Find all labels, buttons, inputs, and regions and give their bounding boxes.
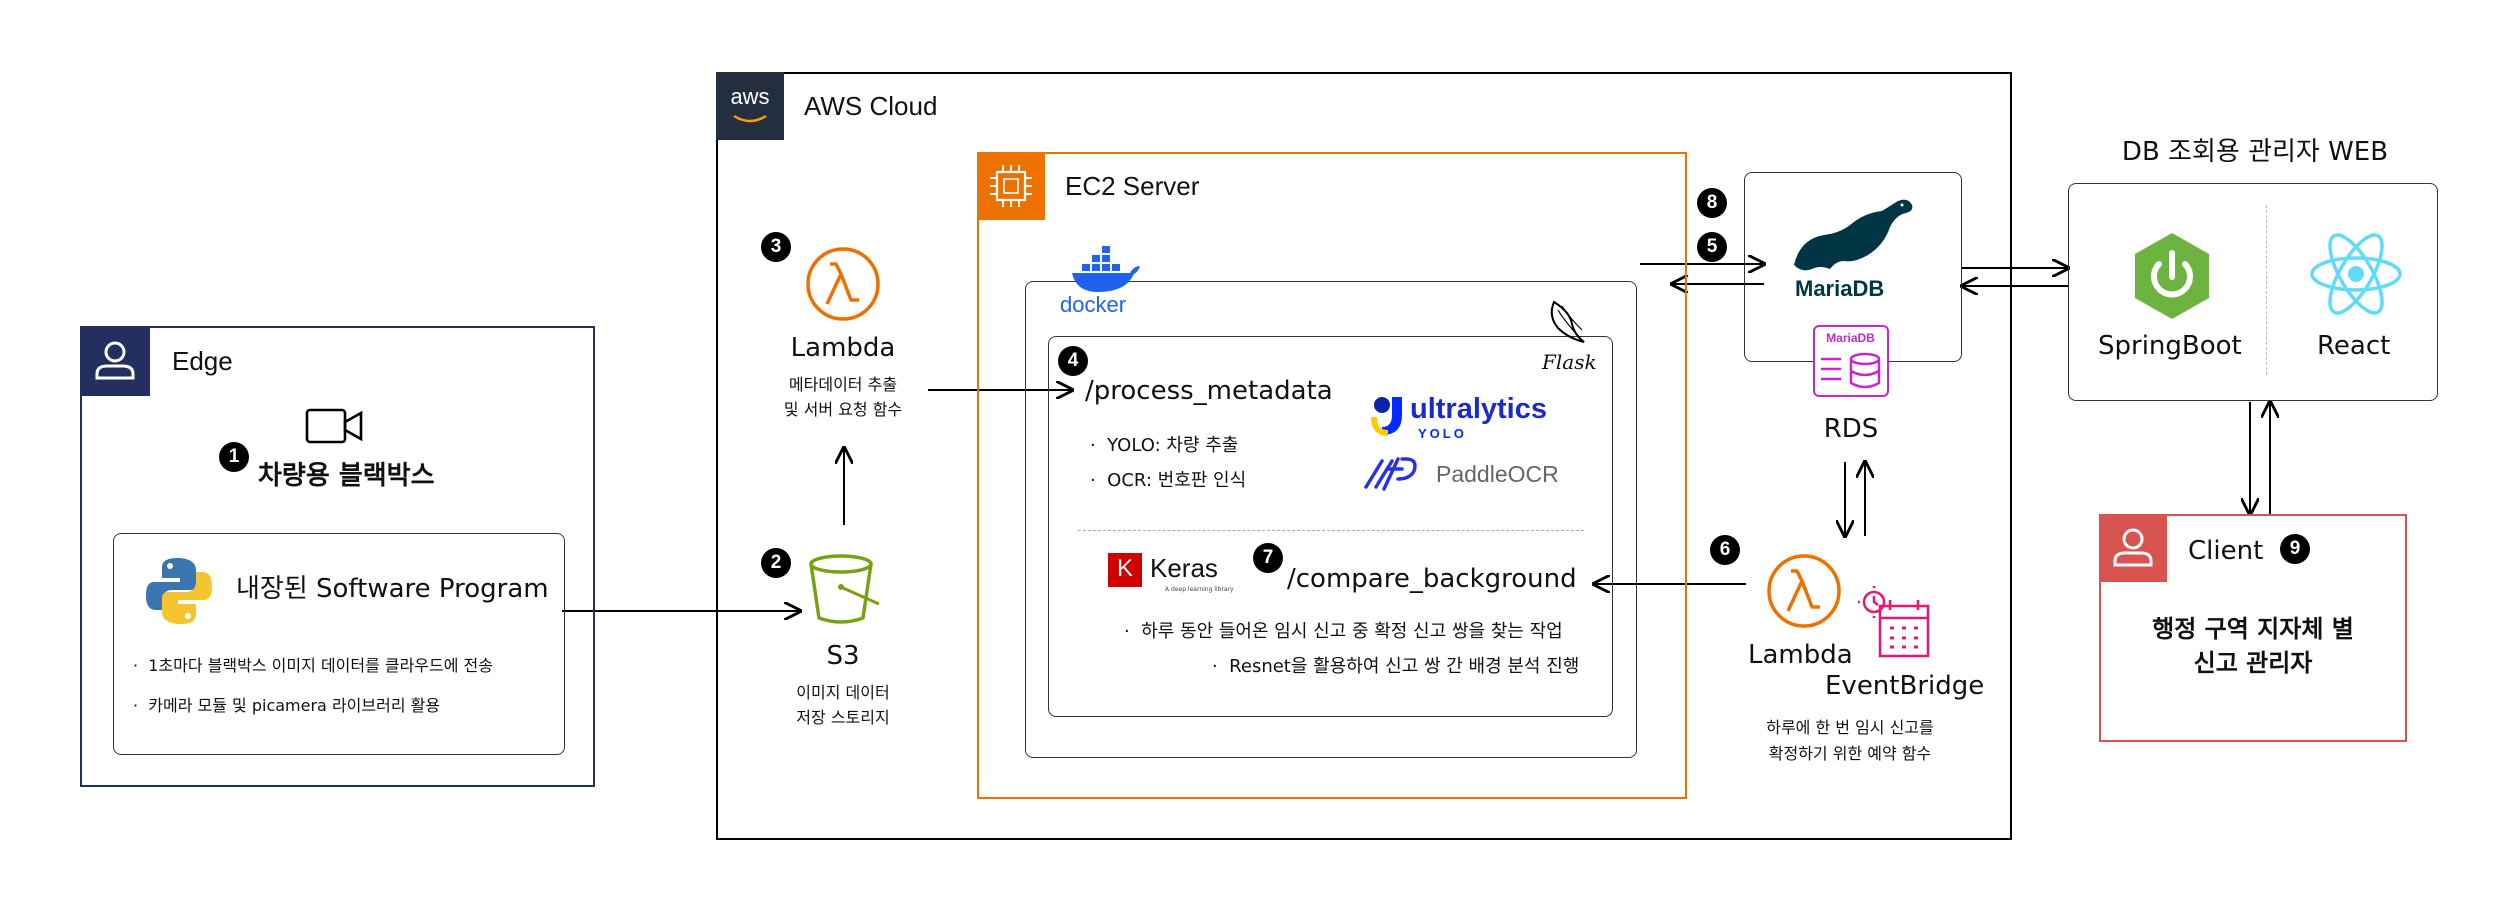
web-title: DB 조회용 관리자 WEB (2121, 137, 2389, 167)
aws-cloud-group (716, 72, 2012, 840)
edge-title: Edge (172, 346, 233, 376)
edge-header-icon-box (80, 326, 150, 396)
mariadb-seal-icon (1794, 199, 1913, 271)
process-bullet-1: · YOLO: 차량 추출 (1090, 435, 1239, 456)
lambda-desc-2: 및 서버 요청 함수 (783, 400, 903, 419)
lambda2-icon (1767, 554, 1841, 628)
step-badge-2: 2 (761, 548, 791, 578)
edge-bullet-2: · 카메라 모듈 및 picamera 라이브러리 활용 (133, 696, 441, 715)
software-program-card (113, 533, 565, 755)
mariadb-logo-text: MariaDB (1795, 276, 1885, 301)
python-icon (146, 558, 212, 624)
flask-divider (1078, 530, 1584, 531)
client-desc-1: 행정 구역 지자체 별 (2152, 615, 2354, 643)
lambda-title: Lambda (790, 333, 896, 363)
camera-label: 차량용 블랙박스 (258, 461, 435, 491)
s3-title: S3 (826, 641, 860, 671)
rds-mariadb-icon: MariaDB (1813, 325, 1889, 397)
camera-icon (305, 408, 363, 444)
step-badge-5: 5 (1697, 232, 1727, 262)
user-icon (95, 341, 135, 380)
chip-icon (990, 165, 1032, 207)
rds-lines-icon (1821, 357, 1841, 381)
lambda-icon (806, 247, 880, 321)
client-title: Client (2188, 536, 2264, 566)
springboot-icon (2135, 233, 2209, 319)
keras-k-glyph: K (1116, 555, 1133, 582)
compare-bullet-1: · 하루 동안 들어온 임시 신고 중 확정 신고 쌍을 찾는 작업 (1124, 621, 1563, 642)
eventbridge-calendar-icon (1858, 586, 1930, 658)
aws-logo-text: aws (730, 84, 770, 109)
rds-title: RDS (1823, 414, 1879, 444)
eventbridge-title: EventBridge (1825, 671, 1985, 701)
ec2-title: EC2 Server (1065, 171, 1200, 201)
process-metadata-endpoint: /process_metadata (1085, 376, 1333, 406)
step-badge-6: 6 (1710, 535, 1740, 565)
docker-whale-icon (1072, 246, 1140, 292)
client-group (2099, 514, 2407, 742)
ultralytics-icon (1371, 397, 1402, 436)
react-label: React (2317, 331, 2391, 361)
step-badge-9: 9 (2280, 534, 2310, 564)
keras-logo-text: Keras (1150, 553, 1218, 583)
database-icon (1849, 352, 1881, 389)
docker-label: docker (1060, 292, 1127, 317)
s3-bucket-icon (809, 554, 880, 624)
s3-desc-2: 저장 스토리지 (796, 708, 890, 727)
react-icon (2310, 233, 2402, 315)
keras-logo-box: K (1108, 553, 1142, 587)
paddleocr-logo-text: PaddleOCR (1436, 461, 1559, 487)
lambda2-desc-1: 하루에 한 번 임시 신고를 (1766, 718, 1934, 737)
compare-background-endpoint: /compare_background (1287, 564, 1577, 594)
step-badge-3: 3 (761, 232, 791, 262)
step-badge-7: 7 (1253, 543, 1283, 573)
aws-cloud-title: AWS Cloud (804, 91, 938, 121)
client-desc-2: 신고 관리자 (2193, 649, 2313, 677)
springboot-label: SpringBoot (2098, 331, 2242, 361)
s3-desc-1: 이미지 데이터 (796, 683, 890, 702)
step-badge-1: 1 (219, 442, 249, 472)
web-card (2068, 183, 2438, 401)
lambda2-desc-2: 확정하기 위한 예약 함수 (1768, 744, 1932, 763)
flask-label: Flask (1542, 350, 1597, 374)
edge-bullet-1: · 1초마다 블랙박스 이미지 데이터를 클라우드에 전송 (133, 656, 493, 675)
software-program-title: 내장된 Software Program (236, 574, 549, 604)
aws-smile-icon (733, 114, 767, 123)
keras-logo-subtext: A deep learning library (1165, 586, 1234, 593)
yolo-logo-text: YOLO (1418, 426, 1467, 441)
client-icon-box (2099, 514, 2167, 582)
flask-horn-icon (1550, 300, 1585, 343)
rds-icon-label: MariaDB (1826, 331, 1875, 345)
lambda2-title: Lambda (1748, 640, 1853, 670)
step-badge-8: 8 (1697, 188, 1727, 218)
ec2-group (977, 152, 1687, 799)
aws-logo-box: aws (716, 72, 784, 140)
lambda-desc-1: 메타데이터 추출 (788, 375, 898, 394)
web-divider (2266, 205, 2267, 375)
flask-container (1048, 336, 1613, 717)
step-badge-4: 4 (1058, 346, 1088, 376)
process-bullet-2: · OCR: 번호판 인식 (1090, 470, 1247, 491)
edge-group (80, 326, 595, 787)
docker-container (1025, 281, 1637, 758)
paddle-icon (1364, 457, 1417, 491)
user-icon (2113, 528, 2153, 567)
compare-bullet-2: · Resnet을 활용하여 신고 쌍 간 배경 분석 진행 (1212, 656, 1580, 677)
ultralytics-logo-text: ultralytics (1410, 393, 1547, 425)
ec2-icon-box (977, 152, 1045, 220)
